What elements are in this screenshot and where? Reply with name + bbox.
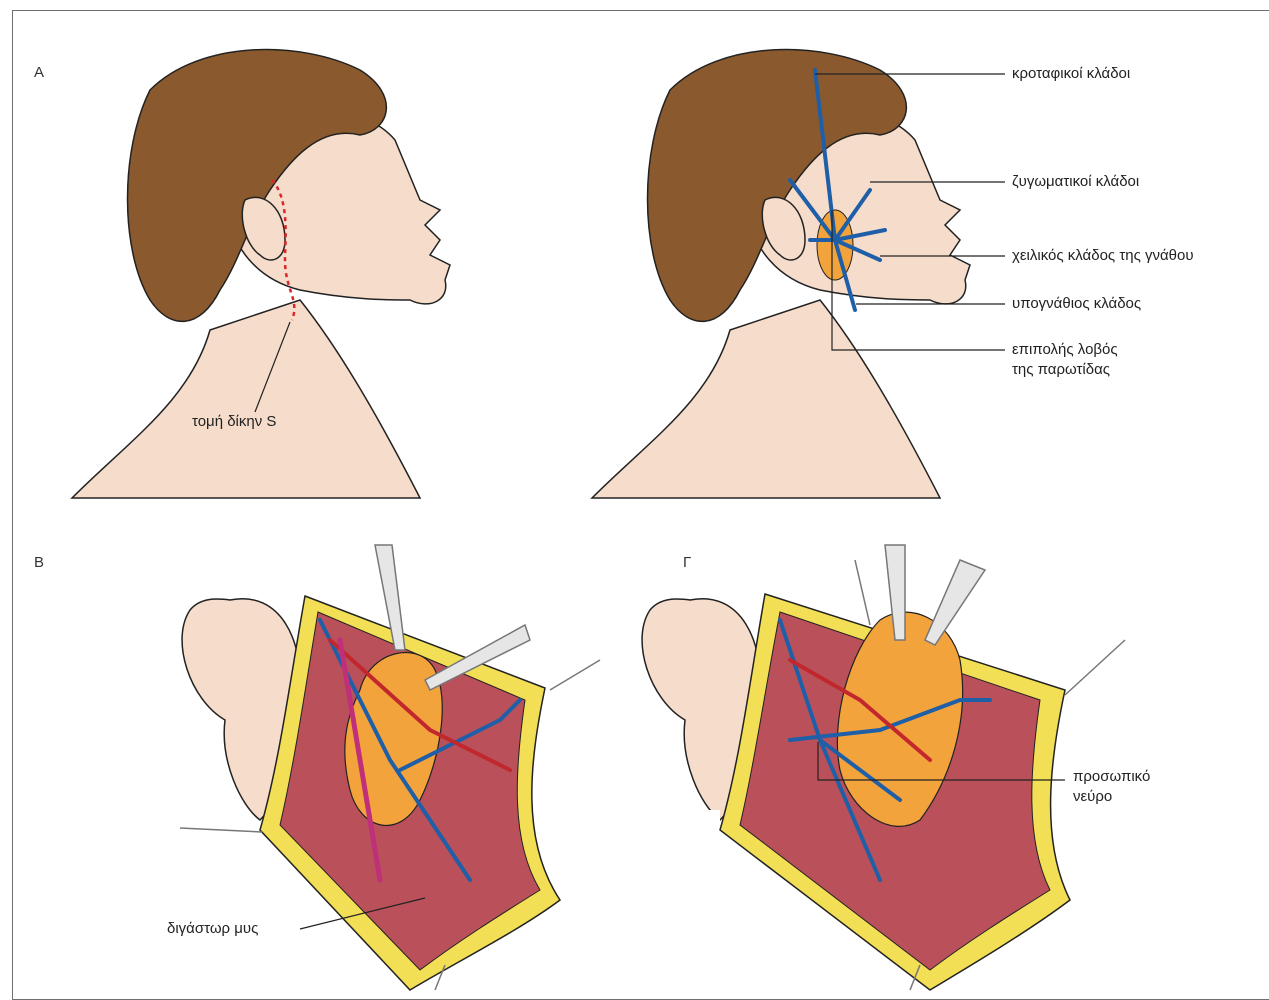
neck-right	[592, 300, 940, 498]
neck-left	[72, 300, 420, 498]
label-submandibular-branch: υπογνάθιος κλάδος	[1012, 294, 1141, 314]
label-facial-nerve-line1: προσωπικό	[1073, 767, 1150, 787]
label-superficial-lobe-line2: της παρωτίδας	[1012, 360, 1110, 380]
surgical-field-g	[642, 545, 1125, 990]
label-superficial-lobe-line1: επιπολής λοβός	[1012, 340, 1118, 360]
label-incision: τομή δίκην S	[192, 412, 276, 432]
head-right-illustration	[592, 50, 1005, 498]
label-digastric-muscle: διγάστωρ μυς	[167, 919, 258, 939]
label-marginal-mandibular-branch: χειλικός κλάδος της γνάθου	[1012, 246, 1194, 266]
label-zygomatic-branches: ζυγωματικοί κλάδοι	[1012, 172, 1139, 192]
panel-label-b: B	[34, 554, 44, 571]
panel-label-a: A	[34, 64, 44, 81]
label-temporal-branches: κροταφικοί κλάδοι	[1012, 64, 1130, 84]
panel-label-g: Γ	[683, 554, 691, 571]
mask-patch-g	[655, 810, 720, 880]
label-facial-nerve-line2: νεύρο	[1073, 787, 1112, 807]
